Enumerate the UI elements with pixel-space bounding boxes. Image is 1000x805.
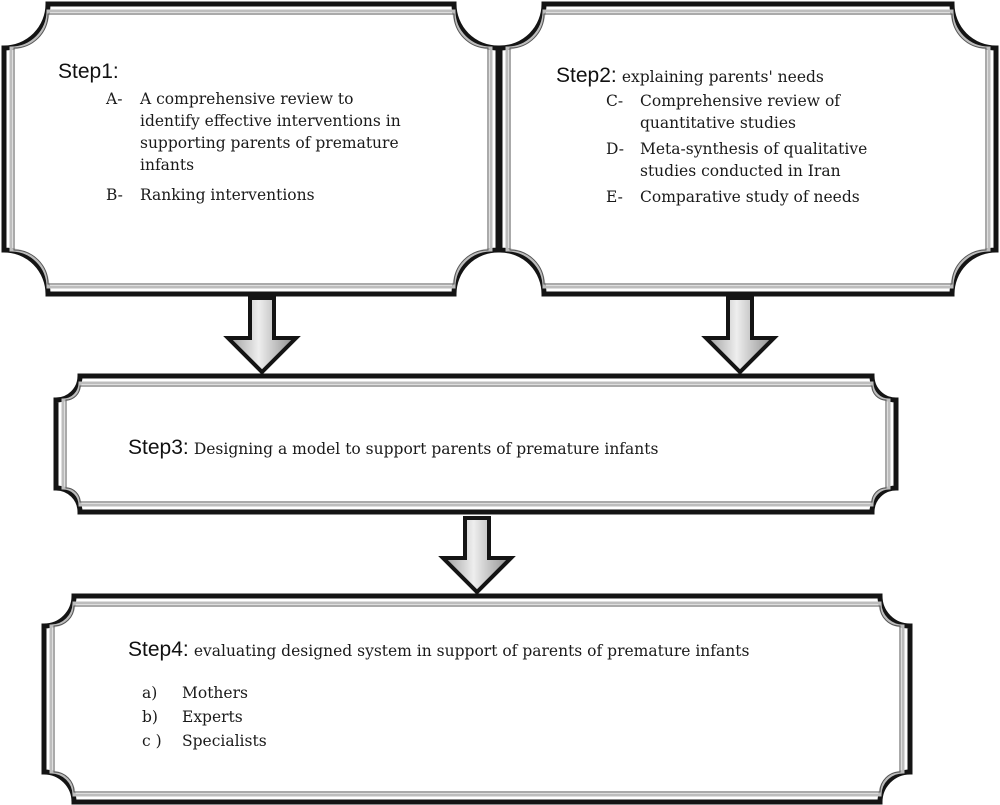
step2-label: Step2:	[556, 64, 617, 87]
step4-item-b-text: Experts	[182, 708, 243, 726]
step4-item-b: b) Experts	[142, 706, 868, 728]
step4-description: evaluating designed system in support of…	[193, 642, 750, 660]
step3-content: Step3: Designing a model to support pare…	[128, 436, 848, 460]
step2-item-d-marker: D-	[606, 140, 624, 158]
step2-item-d: D- Meta-synthesis of qualitative studies…	[606, 138, 936, 182]
step2-item-c: C- Comprehensive review of quantitative …	[606, 90, 936, 134]
step4-list: a) Mothers b) Experts c ) Specialists	[128, 682, 868, 752]
step4-item-a-text: Mothers	[182, 684, 248, 702]
step3-box	[53, 373, 899, 515]
step2-description: explaining parents' needs	[621, 68, 824, 86]
step4-content: Step4: evaluating designed system in sup…	[128, 638, 868, 752]
step1-item-b-text: Ranking interventions	[140, 186, 315, 204]
step1-item-a: A- A comprehensive review to identify ef…	[106, 88, 438, 176]
step2-item-c-text: Comprehensive review of quantitative stu…	[640, 92, 841, 132]
step3-label: Step3:	[128, 436, 189, 459]
step2-content: Step2: explaining parents' needs C- Comp…	[556, 64, 936, 208]
step1-item-a-marker: A-	[106, 90, 123, 108]
step2-list: C- Comprehensive review of quantitative …	[556, 90, 936, 208]
step3-description: Designing a model to support parents of …	[193, 440, 659, 458]
step4-item-b-marker: b)	[142, 708, 158, 726]
step1-item-b-marker: B-	[106, 186, 123, 204]
step2-item-e-marker: E-	[606, 188, 623, 206]
step3-title: Step3: Designing a model to support pare…	[128, 436, 848, 460]
step4-label: Step4:	[128, 638, 189, 661]
arrow-step3-to-step4	[438, 516, 516, 595]
step4-title: Step4: evaluating designed system in sup…	[128, 638, 868, 662]
step1-item-b: B- Ranking interventions	[106, 184, 438, 206]
step1-label: Step1:	[58, 60, 119, 83]
step4-item-a: a) Mothers	[142, 682, 868, 704]
step1-list: A- A comprehensive review to identify ef…	[58, 88, 438, 206]
step4-item-c-marker: c )	[142, 732, 162, 750]
arrow-step1-to-step3	[223, 296, 301, 375]
step1-box	[1, 1, 501, 297]
step4-item-c-text: Specialists	[182, 732, 267, 750]
step4-item-c: c ) Specialists	[142, 730, 868, 752]
step1-content: Step1: A- A comprehensive review to iden…	[58, 60, 438, 206]
step2-item-e: E- Comparative study of needs	[606, 186, 936, 208]
step2-item-e-text: Comparative study of needs	[640, 188, 860, 206]
arrow-step2-to-step3	[701, 296, 779, 375]
step2-box	[497, 1, 999, 297]
step1-title: Step1:	[58, 60, 438, 84]
step2-item-d-text: Meta-synthesis of qualitative studies co…	[640, 140, 868, 180]
step4-box	[41, 593, 913, 805]
step2-item-c-marker: C-	[606, 92, 624, 110]
step1-item-a-text: A comprehensive review to identify effec…	[140, 90, 401, 174]
step4-item-a-marker: a)	[142, 684, 158, 702]
step2-title: Step2: explaining parents' needs	[556, 64, 936, 88]
